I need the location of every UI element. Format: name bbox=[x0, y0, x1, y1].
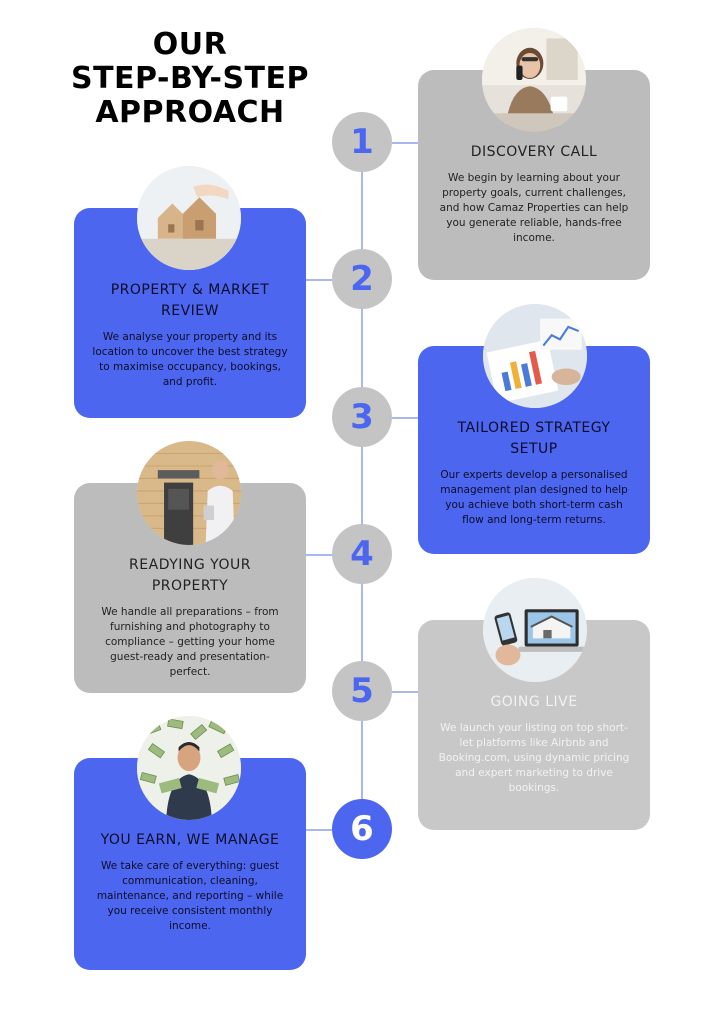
timeline-spine bbox=[361, 150, 363, 840]
step-text-2: We analyse your property and its locatio… bbox=[92, 331, 288, 388]
step-card-6: YOU EARN, WE MANAGE We take care of ever… bbox=[74, 758, 306, 970]
step-card-5: GOING LIVE We launch your listing on top… bbox=[418, 620, 650, 830]
step-text-6: We take care of everything: guest commun… bbox=[96, 860, 284, 932]
connector-3 bbox=[392, 417, 420, 419]
front-door-photo bbox=[137, 441, 241, 545]
step-title-4: READYING YOUR PROPERTY bbox=[129, 557, 251, 594]
step-number-2: 2 bbox=[332, 249, 392, 309]
money-rain-photo bbox=[137, 716, 241, 820]
title-line-1: OUR bbox=[152, 27, 228, 62]
step-title-1: DISCOVERY CALL bbox=[470, 144, 598, 160]
step-text-4: We handle all preparations – from furnis… bbox=[101, 606, 279, 678]
step-text-3: Our experts develop a personalised manag… bbox=[440, 469, 628, 526]
laptop-listing-photo bbox=[483, 578, 587, 682]
page-title: OUR STEP-BY-STEP APPROACH bbox=[40, 28, 340, 130]
step-text-5: We launch your listing on top short-let … bbox=[438, 722, 630, 794]
connector-5 bbox=[392, 691, 420, 693]
step-number-1: 1 bbox=[332, 112, 392, 172]
title-line-2: STEP-BY-STEP bbox=[70, 61, 310, 96]
connector-1 bbox=[392, 142, 420, 144]
step-title-3: TAILORED STRATEGY SETUP bbox=[457, 420, 611, 457]
step-title-5: GOING LIVE bbox=[490, 694, 578, 710]
step-number-6: 6 bbox=[332, 799, 392, 859]
phone-call-photo bbox=[482, 28, 586, 132]
charts-photo bbox=[483, 304, 587, 408]
connector-2 bbox=[303, 279, 333, 281]
step-title-2: PROPERTY & MARKET REVIEW bbox=[110, 282, 270, 319]
step-text-1: We begin by learning about your property… bbox=[439, 172, 629, 244]
connector-4 bbox=[303, 554, 333, 556]
step-number-4: 4 bbox=[332, 524, 392, 584]
title-line-3: APPROACH bbox=[95, 95, 285, 130]
step-card-1: DISCOVERY CALL We begin by learning abou… bbox=[418, 70, 650, 280]
step-number-5: 5 bbox=[332, 661, 392, 721]
connector-6 bbox=[303, 829, 333, 831]
step-number-3: 3 bbox=[332, 387, 392, 447]
step-title-6: YOU EARN, WE MANAGE bbox=[100, 832, 280, 848]
house-model-photo bbox=[137, 166, 241, 270]
